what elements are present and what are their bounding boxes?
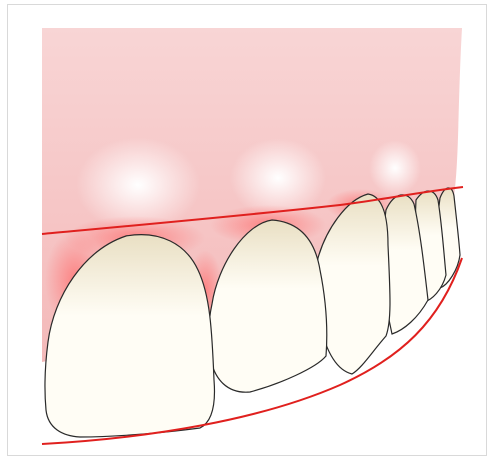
gum-highlight: [369, 140, 421, 196]
